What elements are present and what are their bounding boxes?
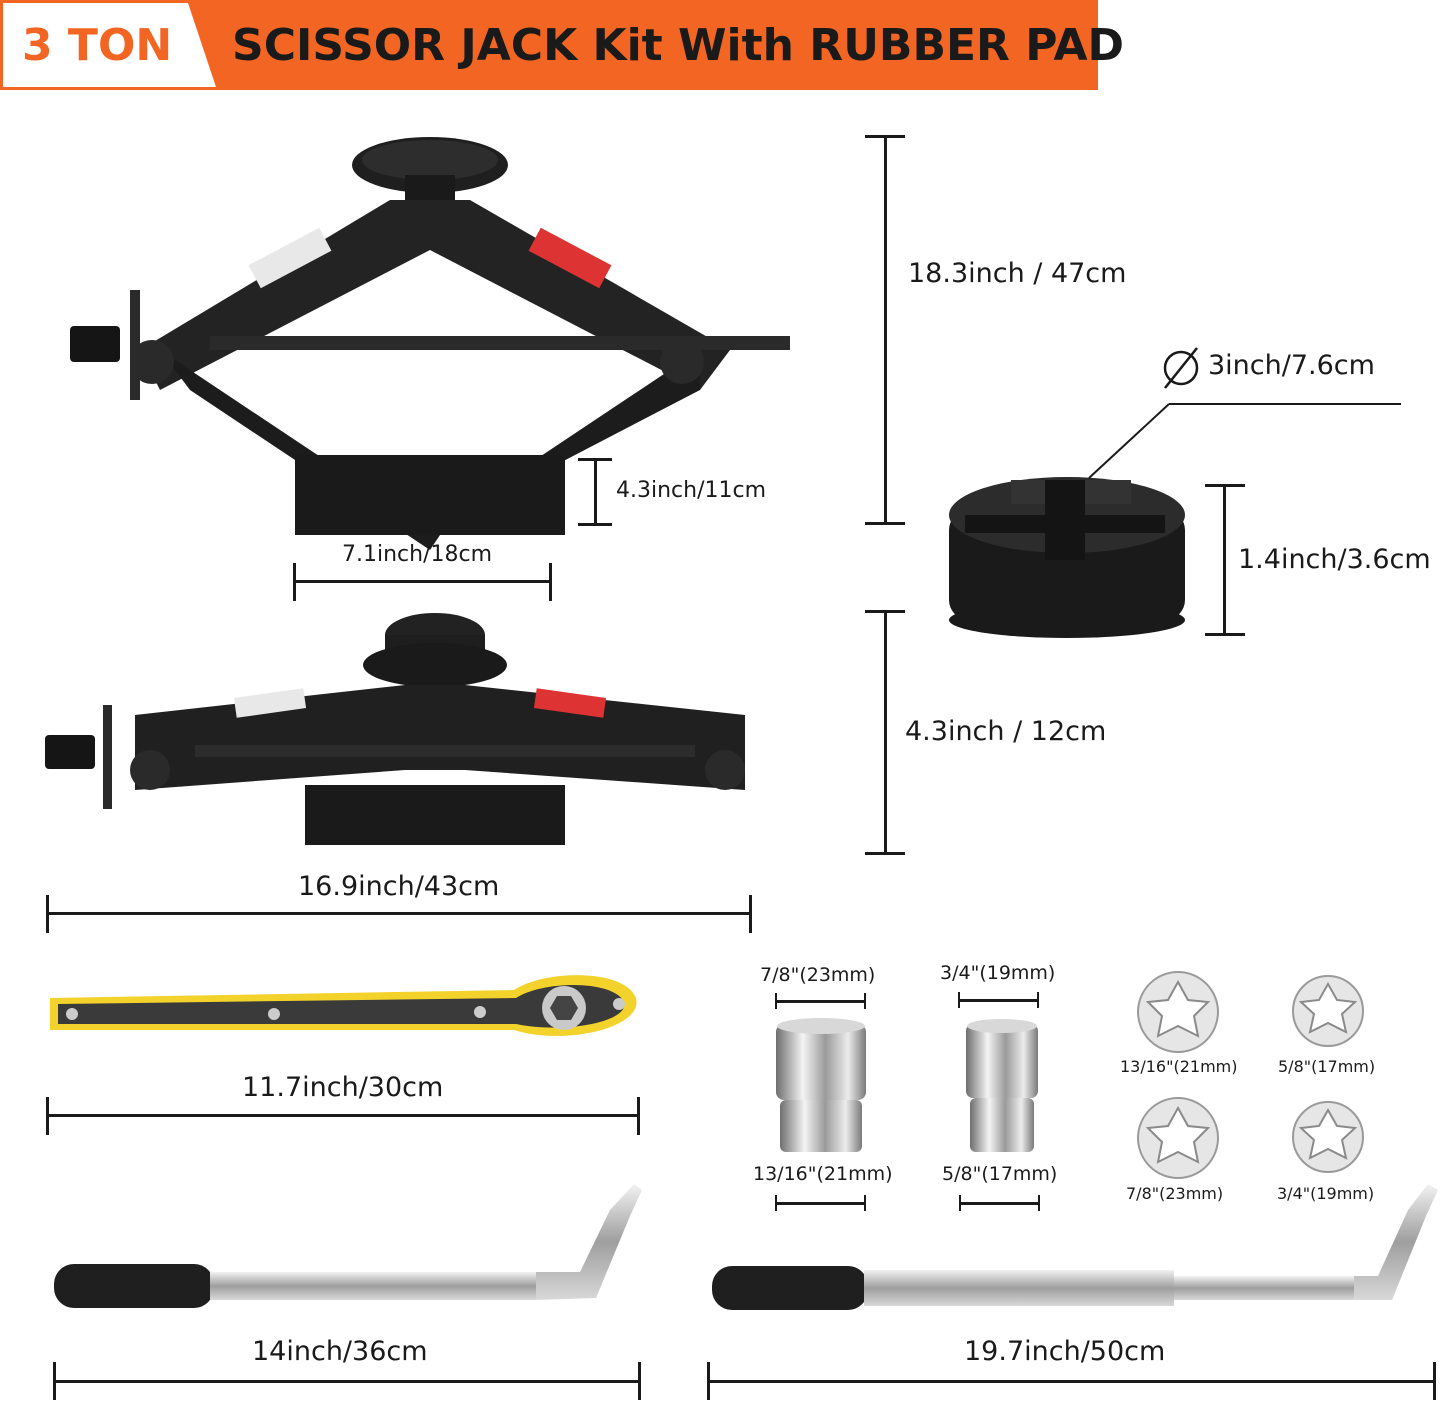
- base-width-tick-right: [549, 563, 552, 601]
- socket-a-top-label: 7/8"(23mm): [760, 964, 876, 986]
- pad-diameter-label: 3inch/7.6cm: [1208, 350, 1375, 381]
- wrench-short-tick-right: [638, 1362, 641, 1400]
- socket-end-view-4-label: 3/4"(19mm): [1277, 1184, 1375, 1203]
- kit-title: SCISSOR JACK Kit With RUBBER PAD: [232, 20, 1125, 71]
- socket-b-bottom-tick-left: [959, 1195, 961, 1211]
- pad-height-line: [1223, 485, 1226, 635]
- socket-b-top-line: [959, 999, 1039, 1002]
- socket-end-view-3-label: 7/8"(23mm): [1126, 1184, 1224, 1203]
- base-height-line: [594, 459, 597, 525]
- socket-end-view-1-image: [1137, 971, 1219, 1053]
- socket-end-view-3-image: [1137, 1097, 1219, 1179]
- socket-a-bottom-line: [776, 1202, 866, 1205]
- ratchet-length-label: 11.7inch/30cm: [242, 1072, 444, 1103]
- height-lowered-line: [884, 611, 887, 854]
- base-height-tick-bottom: [578, 523, 612, 526]
- socket-b-top-tick-right: [1037, 992, 1039, 1008]
- base-width-line: [294, 580, 552, 583]
- socket-end-view-1-label: 13/16"(21mm): [1120, 1057, 1238, 1076]
- length-lowered-label: 16.9inch/43cm: [298, 871, 500, 902]
- ratchet-wrench-image: [50, 975, 637, 1036]
- lug-wrench-long-image: [712, 1184, 1438, 1310]
- height-raised-line: [884, 136, 887, 524]
- ratchet-length-line: [47, 1114, 640, 1117]
- base-height-tick-top: [578, 458, 612, 461]
- wrench-long-length-label: 19.7inch/50cm: [964, 1336, 1166, 1367]
- base-width-label: 7.1inch/18cm: [342, 542, 493, 567]
- wrench-short-line: [54, 1380, 641, 1383]
- socket-b-top-tick-left: [958, 992, 960, 1008]
- length-lowered-tick-left: [46, 895, 49, 933]
- scissor-jack-raised-image: [70, 137, 790, 550]
- socket-end-view-4-image: [1292, 1101, 1364, 1173]
- length-lowered-tick-right: [749, 895, 752, 933]
- height-raised-label: 18.3inch / 47cm: [908, 258, 1127, 289]
- socket-a-bottom-label: 13/16"(21mm): [753, 1163, 893, 1185]
- tonnage-label: 3 TON: [22, 20, 173, 71]
- rubber-pad-image: [949, 477, 1185, 638]
- height-raised-tick-top: [865, 135, 905, 138]
- socket-a-image: [776, 1018, 866, 1152]
- socket-a-top-line: [776, 1000, 866, 1003]
- socket-a-bottom-tick-left: [775, 1195, 777, 1211]
- socket-a-top-tick-right: [864, 993, 866, 1009]
- diameter-leader-icon: [1088, 347, 1401, 479]
- socket-a-top-tick-left: [775, 993, 777, 1009]
- pad-height-tick-top: [1205, 484, 1245, 487]
- wrench-long-tick-right: [1433, 1362, 1436, 1400]
- ratchet-length-tick-left: [46, 1097, 49, 1135]
- base-width-tick-left: [293, 563, 296, 601]
- height-lowered-tick-bottom: [865, 852, 905, 855]
- height-lowered-tick-top: [865, 610, 905, 613]
- pad-height-tick-bottom: [1205, 633, 1245, 636]
- length-lowered-line: [47, 912, 752, 915]
- ratchet-length-tick-right: [637, 1097, 640, 1135]
- wrench-long-tick-left: [707, 1362, 710, 1400]
- socket-b-image: [966, 1019, 1038, 1152]
- height-lowered-label: 4.3inch / 12cm: [905, 716, 1107, 747]
- scissor-jack-lowered-image: [45, 613, 745, 845]
- wrench-long-line: [708, 1380, 1436, 1383]
- base-height-label: 4.3inch/11cm: [616, 478, 767, 503]
- height-raised-tick-bottom: [865, 522, 905, 525]
- socket-b-top-label: 3/4"(19mm): [940, 962, 1056, 984]
- socket-a-bottom-tick-right: [864, 1195, 866, 1211]
- wrench-short-tick-left: [53, 1362, 56, 1400]
- socket-b-bottom-tick-right: [1038, 1195, 1040, 1211]
- lug-wrench-short-image: [54, 1184, 642, 1308]
- socket-b-bottom-label: 5/8"(17mm): [942, 1163, 1058, 1185]
- socket-end-view-2-image: [1292, 975, 1364, 1047]
- wrench-short-length-label: 14inch/36cm: [252, 1336, 428, 1367]
- pad-height-label: 1.4inch/3.6cm: [1238, 544, 1431, 575]
- socket-b-bottom-line: [960, 1202, 1040, 1205]
- socket-end-view-2-label: 5/8"(17mm): [1278, 1057, 1376, 1076]
- banner: [0, 0, 1098, 90]
